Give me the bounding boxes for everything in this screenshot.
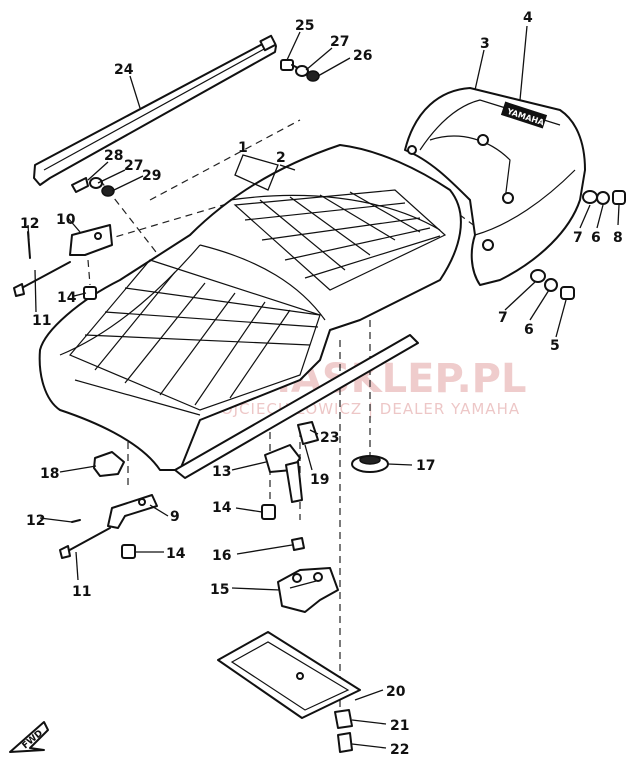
callout-18: 18	[40, 466, 59, 482]
cowl-badge	[500, 101, 548, 129]
seat-lock	[277, 537, 339, 613]
callout-26: 26	[353, 48, 372, 64]
callout-29: 29	[142, 168, 161, 184]
rear-lock-bracket	[59, 494, 158, 559]
callout-7-bottom: 7	[498, 310, 508, 326]
seat-assembly	[38, 144, 462, 479]
callout-16: 16	[212, 548, 231, 564]
callout-27-top: 27	[330, 34, 349, 50]
callout-17: 17	[416, 458, 435, 474]
callout-11-top: 11	[32, 313, 51, 329]
rubber-block	[93, 451, 125, 477]
callout-9: 9	[170, 509, 180, 525]
callout-6-bottom: 6	[524, 322, 534, 338]
front-hardware	[71, 177, 115, 197]
seat-hinge	[261, 421, 319, 520]
callout-23: 23	[320, 430, 339, 446]
seat-strap	[33, 34, 277, 186]
callout-10: 10	[56, 212, 76, 228]
storage-tray	[217, 631, 361, 753]
callout-2: 2	[276, 150, 286, 166]
rear-cowl: YAMAHA	[404, 87, 586, 286]
callout-6-top: 6	[591, 230, 601, 246]
callout-20: 20	[386, 684, 406, 700]
callout-11-bottom: 11	[72, 584, 91, 600]
callout-19: 19	[310, 472, 329, 488]
callout-22: 22	[390, 742, 409, 758]
strap-hardware	[280, 59, 320, 82]
callout-25: 25	[295, 18, 314, 34]
cowl-fasteners-upper	[582, 190, 626, 205]
callout-7-top: 7	[573, 230, 583, 246]
callout-28: 28	[104, 148, 123, 164]
callout-8: 8	[613, 230, 623, 246]
callout-21: 21	[390, 718, 409, 734]
forward-arrow-icon: FWD	[9, 721, 49, 753]
cowl-fasteners-lower	[530, 269, 575, 300]
callout-13: 13	[212, 464, 231, 480]
callout-24: 24	[114, 62, 134, 78]
callout-3: 3	[480, 36, 490, 52]
callout-14-bottom: 14	[166, 546, 186, 562]
leader-lines	[27, 25, 620, 749]
callout-12-bottom: 12	[26, 513, 45, 529]
rubber-damper	[351, 455, 389, 473]
callout-14-top: 14	[57, 290, 77, 306]
watermark-subtitle: WOJCIECH ŁOWICZ | DEALER YAMAHA	[205, 400, 520, 418]
callout-12-top: 12	[20, 216, 39, 232]
callout-14-middle: 14	[212, 500, 232, 516]
callout-5: 5	[550, 338, 560, 354]
callout-4: 4	[523, 10, 533, 26]
front-bracket	[13, 224, 113, 300]
callout-15: 15	[210, 582, 229, 598]
callout-numbers: 25 27 26 4 3 24 1 2 28 27 29 10 12 11 14…	[20, 10, 623, 758]
callout-27-front: 27	[124, 158, 143, 174]
callout-1: 1	[238, 140, 248, 156]
